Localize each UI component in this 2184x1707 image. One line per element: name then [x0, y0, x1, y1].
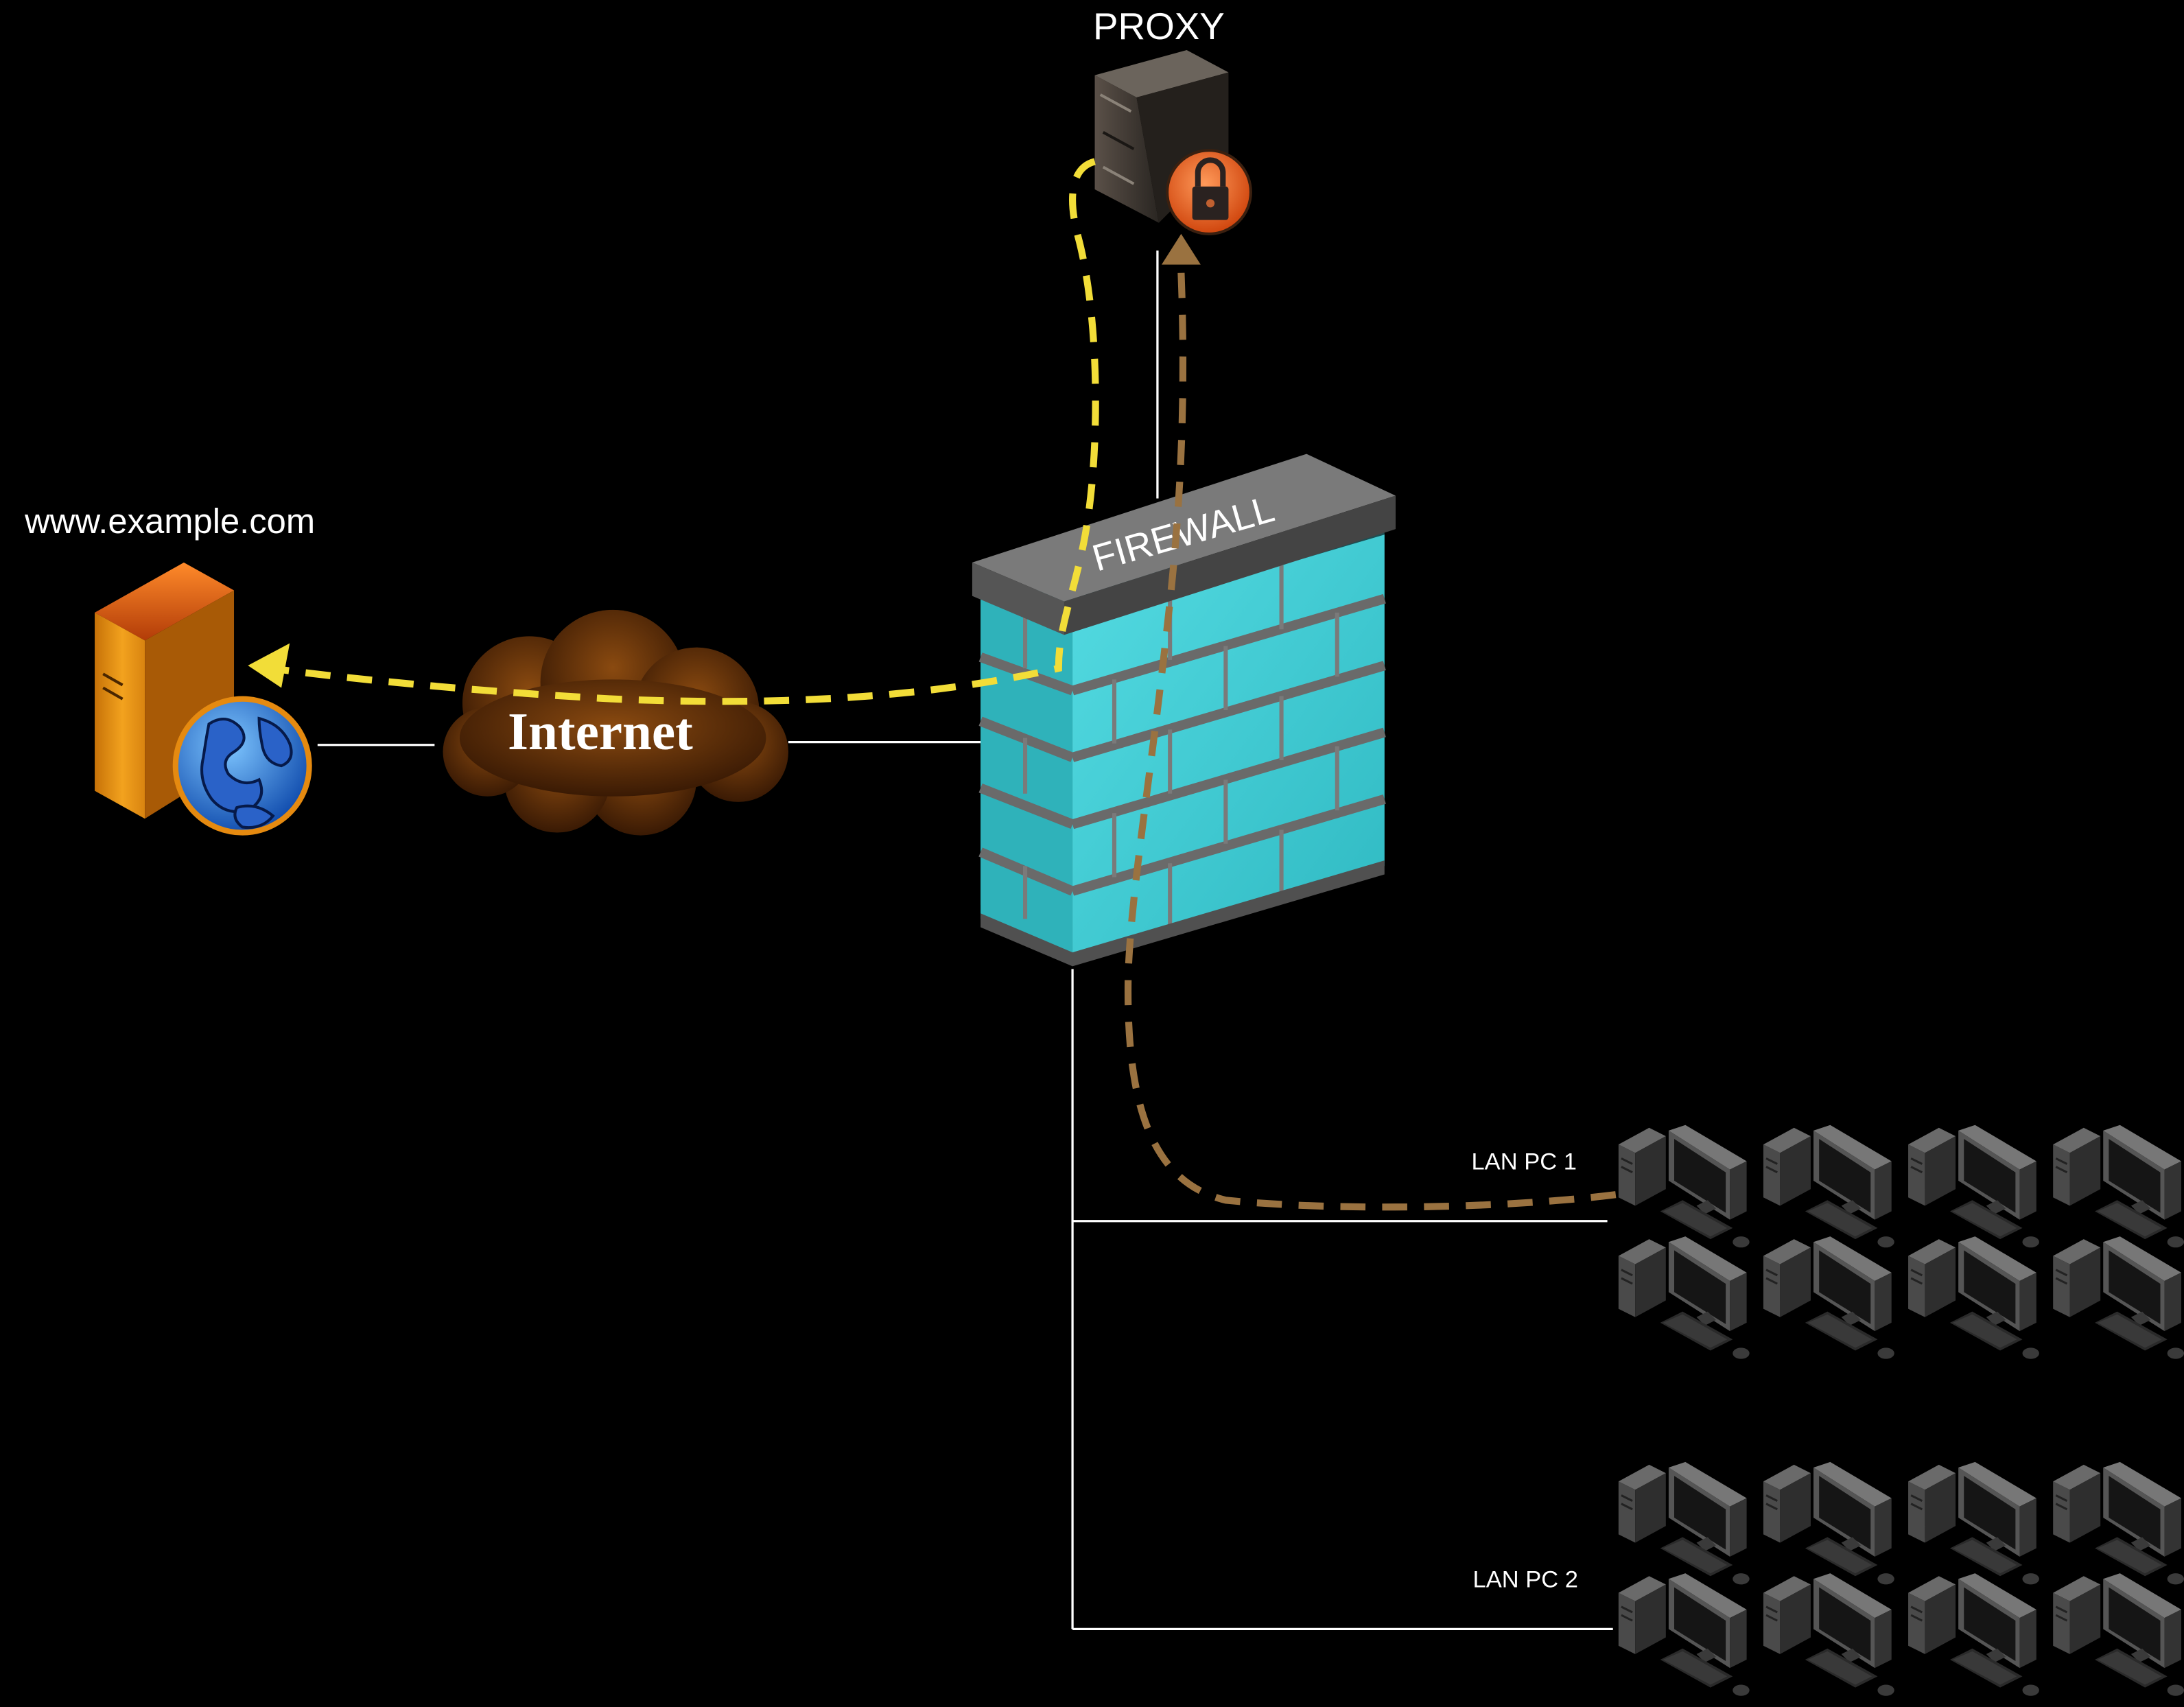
proxy-label: PROXY	[1093, 5, 1225, 47]
desktop-computer-icon	[1762, 1461, 1896, 1586]
web-server-label: www.example.com	[24, 502, 315, 541]
desktop-computer-icon	[1762, 1235, 1896, 1361]
web-server: www.example.com	[24, 502, 315, 836]
desktop-computer-icon	[1907, 1124, 2041, 1249]
desktop-computer-icon	[1762, 1572, 1896, 1697]
lan2-pc-group	[1617, 1461, 2184, 1697]
cloud-icon	[443, 609, 788, 836]
internet-cloud: Internet	[443, 609, 788, 836]
desktop-computer-icon	[2052, 1572, 2184, 1697]
request-arrowhead	[248, 643, 290, 688]
desktop-computer-icon	[1907, 1572, 2041, 1697]
desktop-computer-icon	[1617, 1124, 1751, 1249]
brick-wall-icon	[972, 454, 1396, 967]
desktop-computer-icon	[2052, 1124, 2184, 1249]
desktop-computer-icon	[2052, 1235, 2184, 1361]
response-arrowhead	[1161, 233, 1201, 265]
desktop-computer-icon	[1617, 1461, 1751, 1586]
proxy-server-lock-icon	[1094, 50, 1252, 235]
desktop-computer-icon	[1907, 1235, 2041, 1361]
lan2-label: LAN PC 2	[1473, 1566, 1578, 1592]
connection-lines	[317, 250, 1613, 1630]
desktop-computer-icon	[1762, 1124, 1896, 1249]
desktop-computer-icon	[1617, 1572, 1751, 1697]
request-path	[281, 158, 1099, 705]
lan1-label: LAN PC 1	[1472, 1149, 1577, 1175]
web-server-globe-icon	[95, 562, 312, 836]
firewall: FIREWALL	[972, 454, 1396, 967]
desktop-computer-icon	[1617, 1235, 1751, 1361]
lan1-pc-group	[1617, 1124, 2184, 1361]
desktop-computer-icon	[1907, 1461, 2041, 1586]
desktop-computer-icon	[2052, 1461, 2184, 1586]
internet-label: Internet	[508, 702, 693, 761]
proxy-server: PROXY	[1093, 5, 1252, 235]
response-path	[1124, 272, 1617, 1211]
